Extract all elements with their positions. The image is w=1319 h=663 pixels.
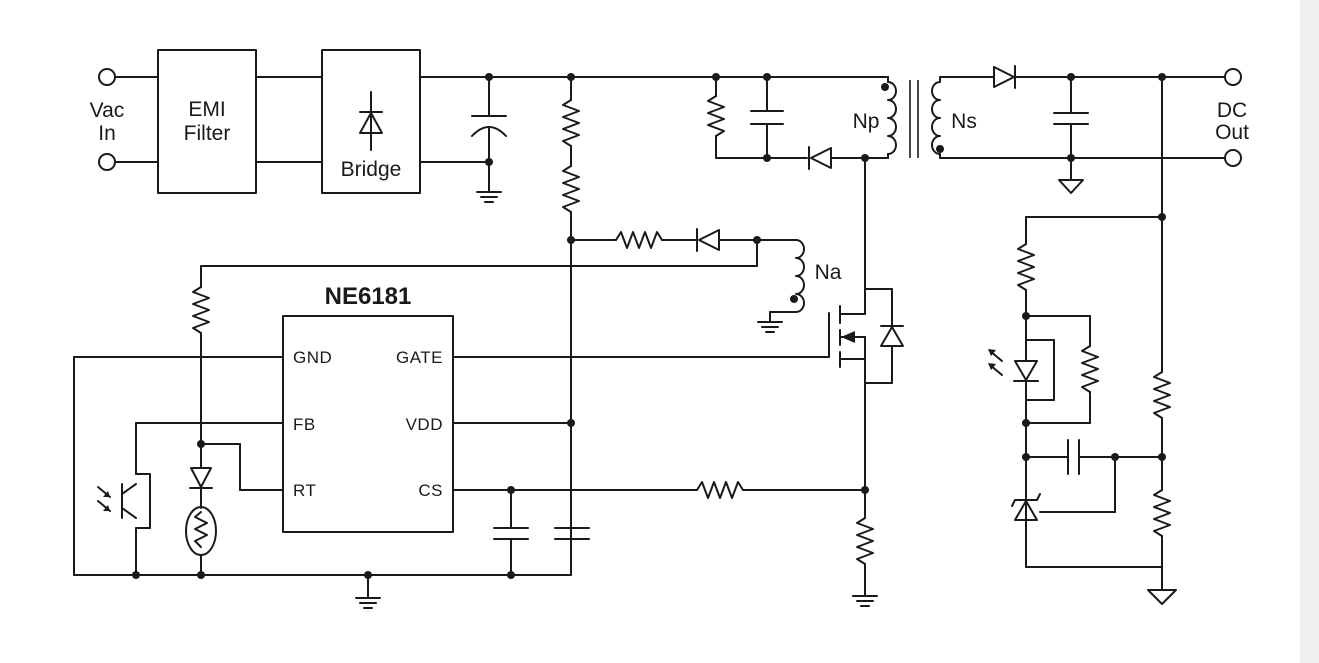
filter-label: Filter [184, 122, 231, 145]
current-sense-path [452, 481, 878, 607]
startup-resistors [562, 76, 580, 576]
na-label: Na [815, 261, 842, 284]
ac-input-terminals [98, 68, 159, 171]
rcd-snubber [707, 76, 866, 170]
output-capacitor [1053, 76, 1089, 194]
optocoupler-transistor [97, 422, 284, 576]
vac-label: Vac [90, 99, 125, 122]
transformer-secondary [931, 76, 944, 159]
vertical-scrollbar[interactable] [1300, 0, 1319, 663]
pin-cs: CS [418, 481, 443, 500]
pin-gnd: GND [293, 348, 332, 367]
dc-label: DC [1217, 99, 1247, 122]
chip-name: NE6181 [325, 283, 412, 310]
ns-label: Ns [951, 110, 977, 133]
bulk-capacitor [471, 76, 507, 203]
bridge-diode-symbol [359, 91, 383, 151]
bridge-label: Bridge [341, 158, 402, 181]
rt-ntc-branch [185, 265, 284, 576]
filter-capacitors [493, 489, 590, 576]
pin-gate: GATE [396, 348, 443, 367]
output-rectifier [939, 65, 1226, 159]
out-label: Out [1215, 121, 1249, 144]
secondary-feedback [988, 76, 1177, 605]
emi-filter-block [157, 49, 257, 194]
dc-output-terminals [1224, 68, 1242, 167]
in-label: In [98, 122, 116, 145]
pin-fb: FB [293, 415, 316, 434]
bridge-block [321, 49, 421, 194]
pin-vdd: VDD [406, 415, 443, 434]
emi-label: EMI [188, 98, 225, 121]
auxiliary-supply-path [200, 228, 805, 333]
power-mosfet [452, 157, 904, 491]
junction-dots [132, 73, 1166, 579]
pin-rt: RT [293, 481, 316, 500]
np-label: Np [853, 110, 880, 133]
